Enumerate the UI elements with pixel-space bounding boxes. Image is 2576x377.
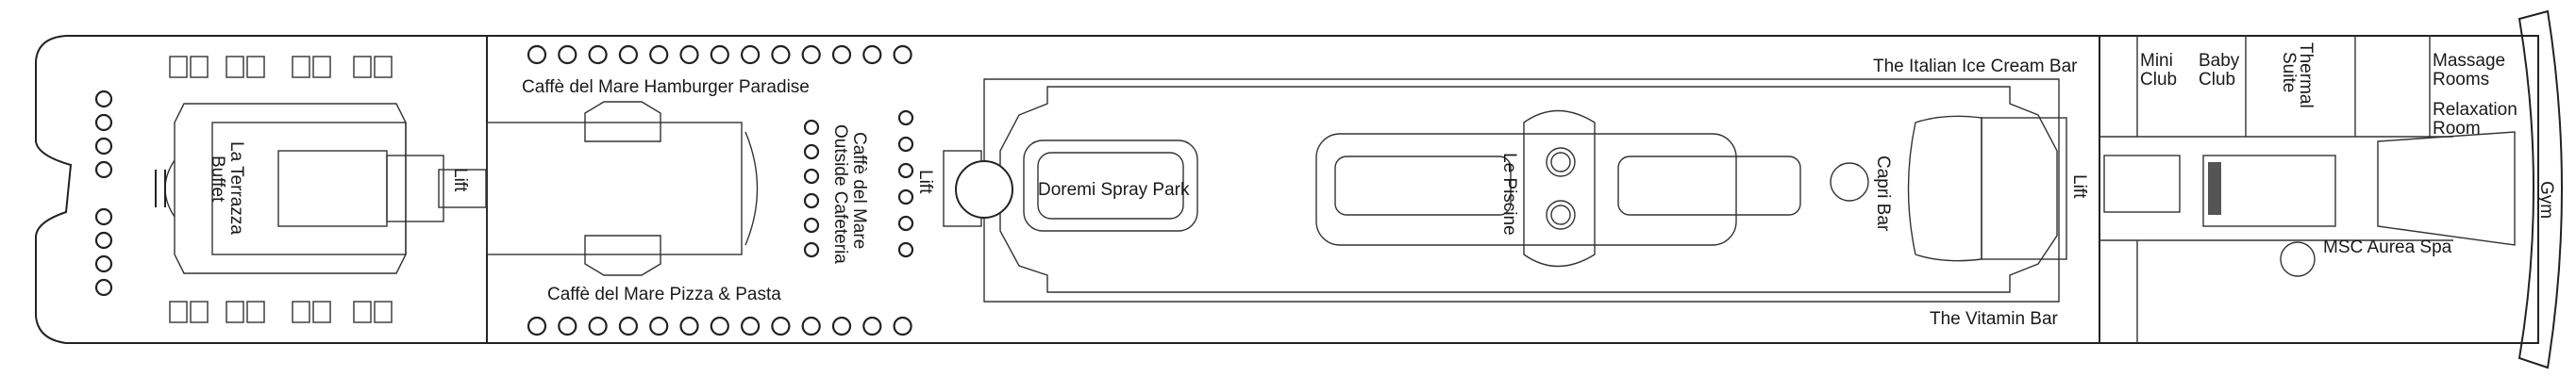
table-icon bbox=[897, 109, 914, 126]
table-icon bbox=[897, 241, 914, 258]
table-icon bbox=[740, 316, 761, 336]
table-icon bbox=[588, 44, 608, 65]
table-icon bbox=[588, 316, 608, 336]
table-icon bbox=[94, 231, 113, 250]
sunbed-icon bbox=[246, 56, 265, 78]
table-icon bbox=[897, 215, 914, 232]
table-icon bbox=[94, 137, 113, 156]
table-icon bbox=[94, 113, 113, 132]
sunbed-icon bbox=[190, 56, 209, 78]
table-icon bbox=[831, 44, 852, 65]
la-terrazza-area bbox=[155, 103, 487, 274]
table-icon bbox=[558, 316, 577, 336]
sunbed-icon bbox=[374, 301, 393, 323]
sunbed-icon bbox=[312, 56, 331, 78]
label-lift-forward: Lift bbox=[450, 168, 470, 192]
sunbed-icon bbox=[353, 301, 372, 323]
label-mini-club-2: Club bbox=[2140, 70, 2177, 90]
sunbed-icon bbox=[190, 301, 209, 323]
label-vitamin-bar: The Vitamin Bar bbox=[1930, 309, 2059, 329]
sunbed-icon bbox=[169, 56, 188, 78]
table-icon bbox=[527, 316, 547, 336]
table-icon bbox=[94, 207, 113, 226]
table-icon bbox=[649, 316, 669, 336]
label-thermal-suite-1: Thermal bbox=[2296, 42, 2316, 108]
aft-area bbox=[1907, 36, 2516, 343]
table-icon bbox=[801, 44, 821, 65]
table-icon bbox=[897, 188, 914, 205]
label-doremi-spray-park: Doremi Spray Park bbox=[1038, 180, 1190, 200]
table-icon bbox=[94, 278, 113, 297]
table-icon bbox=[803, 143, 820, 160]
table-icon bbox=[710, 44, 729, 65]
sunbed-icon bbox=[226, 56, 244, 78]
label-relaxation-room-2: Room bbox=[2433, 119, 2481, 139]
forward-seating bbox=[94, 56, 393, 323]
label-la-terrazza-buffet: La Terrazza bbox=[226, 141, 246, 235]
table-icon bbox=[862, 44, 882, 65]
table-icon bbox=[710, 316, 729, 336]
table-icon bbox=[897, 136, 914, 153]
label-mini-club-1: Mini bbox=[2140, 51, 2173, 71]
label-pizza-pasta: Caffè del Mare Pizza & Pasta bbox=[547, 285, 781, 304]
table-icon bbox=[893, 316, 912, 336]
label-capri-bar: Capri Bar bbox=[1873, 156, 1893, 232]
sunbed-icon bbox=[246, 301, 265, 323]
table-icon bbox=[801, 316, 821, 336]
label-lift-aft: Lift bbox=[2069, 174, 2089, 199]
table-icon bbox=[803, 192, 820, 209]
table-icon bbox=[803, 119, 820, 136]
table-icon bbox=[862, 316, 882, 336]
label-relaxation-room-1: Relaxation bbox=[2433, 100, 2517, 120]
table-icon bbox=[803, 217, 820, 234]
label-baby-club-1: Baby bbox=[2199, 51, 2240, 71]
table-icon bbox=[897, 162, 914, 179]
sunbed-icon bbox=[169, 301, 188, 323]
label-outside-cafeteria-2: Outside Cafeteria bbox=[830, 124, 850, 264]
label-hamburger-paradise: Caffè del Mare Hamburger Paradise bbox=[522, 77, 810, 97]
table-icon bbox=[771, 316, 791, 336]
table-icon bbox=[618, 316, 639, 336]
table-icon bbox=[94, 90, 113, 108]
sunbed-icon bbox=[312, 301, 331, 323]
table-icon bbox=[831, 316, 852, 336]
label-massage-rooms-2: Rooms bbox=[2433, 70, 2489, 90]
label-lift-mid: Lift bbox=[915, 170, 935, 194]
table-icon bbox=[618, 44, 639, 65]
sunbed-icon bbox=[292, 56, 310, 78]
table-icon bbox=[679, 44, 699, 65]
table-icon bbox=[771, 44, 791, 65]
label-massage-rooms-1: Massage bbox=[2433, 51, 2505, 71]
sunbed-icon bbox=[292, 301, 310, 323]
outdoor-tables bbox=[527, 44, 914, 336]
table-icon bbox=[893, 44, 912, 65]
table-icon bbox=[740, 44, 761, 65]
table-icon bbox=[679, 316, 699, 336]
label-buffet: Buffet bbox=[208, 156, 227, 203]
label-msc-aurea-spa: MSC Aurea Spa bbox=[2323, 238, 2452, 257]
pool-deck bbox=[955, 78, 2060, 303]
ship-hull bbox=[35, 9, 2563, 369]
label-gym: Gym bbox=[2536, 181, 2556, 219]
table-icon bbox=[803, 168, 820, 185]
caffe-del-mare-area bbox=[486, 101, 982, 276]
table-icon bbox=[649, 44, 669, 65]
sunbed-icon bbox=[353, 56, 372, 78]
table-icon bbox=[803, 241, 820, 258]
table-icon bbox=[94, 160, 113, 179]
table-icon bbox=[94, 254, 113, 273]
table-icon bbox=[527, 44, 547, 65]
label-outside-cafeteria-1: Caffè del Mare bbox=[849, 132, 869, 249]
table-icon bbox=[558, 44, 577, 65]
sunbed-icon bbox=[226, 301, 244, 323]
label-thermal-suite-2: Suite bbox=[2279, 52, 2299, 92]
sunbed-icon bbox=[374, 56, 393, 78]
label-italian-ice-cream-bar: The Italian Ice Cream Bar bbox=[1873, 57, 2078, 76]
label-baby-club-2: Club bbox=[2199, 70, 2235, 90]
label-le-piscine: Le Piscine bbox=[1499, 153, 1519, 236]
